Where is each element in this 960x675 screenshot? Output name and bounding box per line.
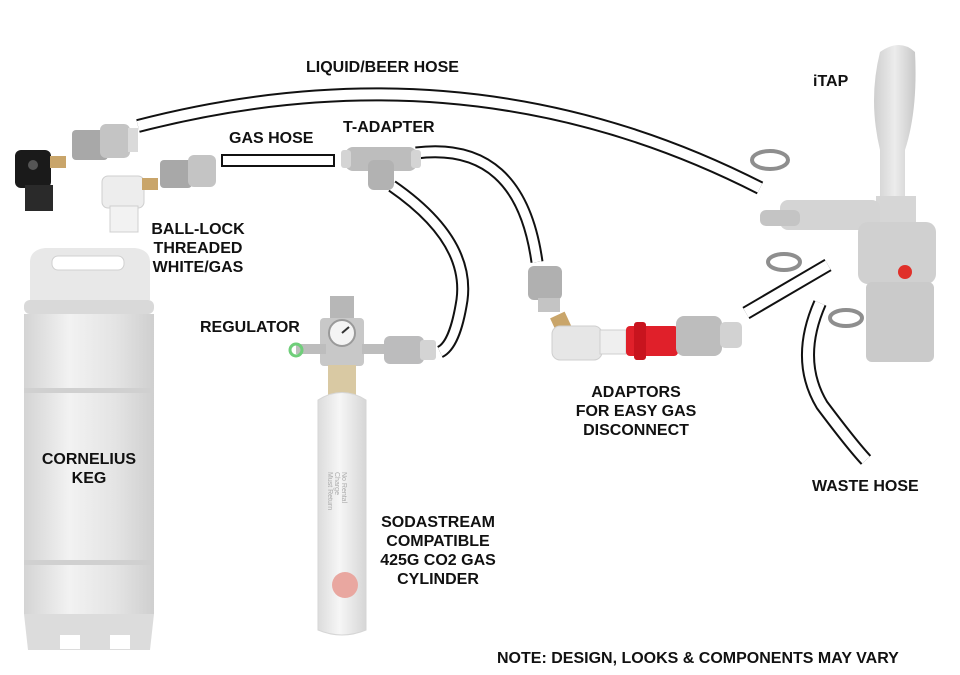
cylinder-text-line: Charge (333, 472, 340, 495)
ball-lock-label-line: BALL-LOCK (151, 221, 245, 238)
black-ball-lock-connector (15, 150, 66, 211)
adaptor-hose (415, 145, 544, 263)
design-note: NOTE: DESIGN, LOOKS & COMPONENTS MAY VAR… (497, 650, 899, 667)
ball-lock-label-line: WHITE/GAS (152, 259, 244, 276)
liquid-beer-hose-label: LIQUID/BEER HOSE (306, 59, 459, 76)
cylinder-text-line: Must Return (326, 472, 333, 510)
adaptors-label-line: ADAPTORS (591, 384, 681, 401)
waste-hose-label: WASTE HOSE (812, 478, 919, 495)
gas-disconnect-adaptors (528, 266, 742, 361)
sodastream-label-line: 425G CO2 GAS (380, 552, 496, 569)
gas-hose (221, 154, 335, 167)
hose-clamp (828, 308, 864, 328)
cylinder-label-text: No Rental Charge Must Return (326, 472, 347, 510)
sodastream-label-line: COMPATIBLE (386, 533, 490, 550)
gas-hose-label: GAS HOSE (229, 130, 314, 147)
t-adapter (341, 147, 421, 190)
regulator (288, 296, 436, 366)
liquid-beer-hose (136, 87, 764, 195)
adaptors-label-line: FOR EASY GAS (575, 403, 697, 420)
sodastream-label-line: SODASTREAM (381, 514, 495, 531)
cornelius-keg-label-line: KEG (71, 470, 107, 487)
sodastream-label: SODASTREAM COMPATIBLE 425G CO2 GAS CYLIN… (370, 513, 506, 589)
cornelius-keg-label: CORNELIUS KEG (24, 450, 154, 488)
cornelius-keg (24, 248, 154, 650)
adaptors-label: ADAPTORS FOR EASY GAS DISCONNECT (566, 383, 706, 440)
adaptors-label-line: DISCONNECT (583, 422, 689, 439)
cornelius-keg-label-line: CORNELIUS (41, 451, 137, 468)
regulator-label: REGULATOR (200, 319, 300, 336)
co2-cylinder (317, 365, 367, 636)
ball-lock-label: BALL-LOCK THREADED WHITE/GAS (150, 220, 246, 277)
white-ball-lock-connector (101, 175, 158, 233)
sodastream-label-line: CYLINDER (397, 571, 479, 588)
waste-hose-tube (801, 300, 872, 465)
ball-lock-label-line: THREADED (153, 240, 243, 257)
itap-label: iTAP (813, 73, 849, 90)
t-adapter-label: T-ADAPTER (343, 119, 435, 136)
itap-gas-hose (742, 258, 832, 320)
hose-clamp (766, 252, 802, 272)
cylinder-text-line: No Rental (340, 472, 347, 504)
itap-faucet (760, 45, 936, 362)
gas-push-fitting (160, 155, 216, 188)
hose-clamp (750, 149, 790, 171)
liquid-push-fitting (72, 124, 138, 160)
regulator-hose (388, 180, 470, 358)
